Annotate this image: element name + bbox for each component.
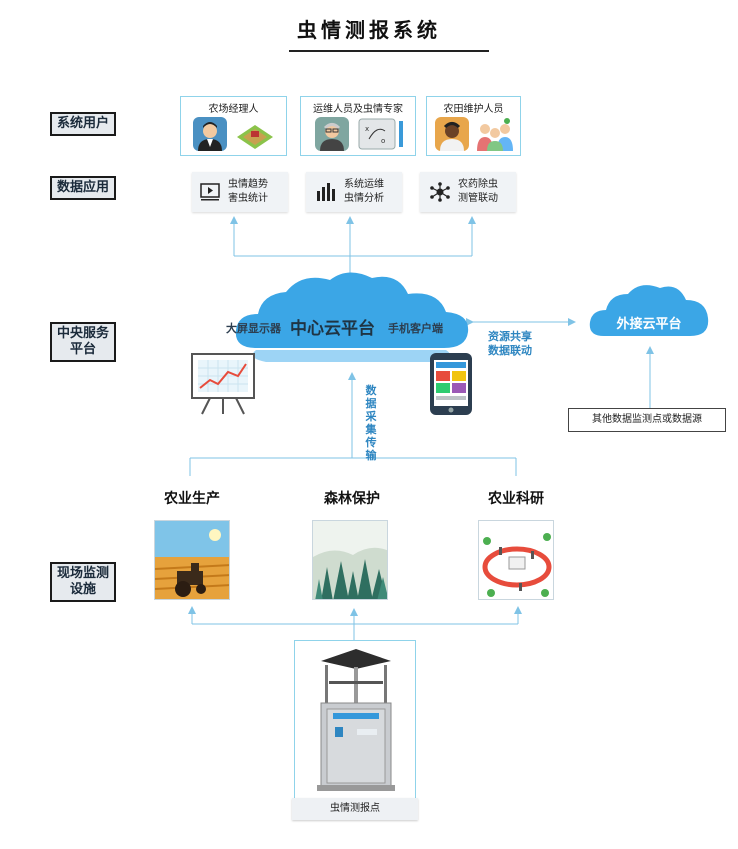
app-line1: 虫情趋势 [228,179,268,190]
agriculture-scene-image [154,520,230,600]
bar-chart-icon [317,183,335,201]
central-right-label: 手机客户端 [388,322,443,335]
scene-title-forest: 森林保护 [324,491,380,507]
app-pesticide-control[interactable]: 农药除虫 测管联动 [420,172,516,212]
video-icon [200,183,220,201]
label-data-apps: 数据应用 [50,176,116,200]
resource-share-label: 资源共享 数据联动 [488,330,532,358]
label-field-facility-line1: 现场监测 [56,566,109,581]
label-field-facility: 现场监测 设施 [50,562,116,602]
maintainer-avatar-icon [435,117,469,151]
app-line2: 虫情分析 [344,193,384,204]
expert-avatar-icon [315,117,349,151]
scene-title-research: 农业科研 [488,491,544,507]
research-scene-image [478,520,554,600]
user-title: 农田维护人员 [443,104,504,115]
manager-avatar-icon [193,117,227,151]
user-title: 农场经理人 [208,104,259,115]
central-left-label: 大屏显示器 [226,322,281,335]
user-card-field-maintainer[interactable]: 农田维护人员 [426,96,521,156]
strategy-board-icon: x o [358,118,403,150]
app-line1: 系统运维 [344,179,384,190]
share-line1: 资源共享 [488,330,532,343]
team-icon [477,118,513,151]
label-field-facility-line2: 设施 [69,582,96,597]
app-line1: 农药除虫 [458,179,498,190]
app-line2: 害虫统计 [228,193,268,204]
label-central-service-line1: 中央服务 [56,326,109,341]
central-cloud-title[interactable]: 中心云平台 [290,319,375,339]
external-cloud-shape [589,285,709,336]
app-pest-trend[interactable]: 虫情趋势 害虫统计 [192,172,288,212]
svg-text:x: x [365,125,369,133]
label-system-users: 系统用户 [50,112,116,136]
scene-title-agriculture: 农业生产 [164,491,220,507]
device-label: 虫情测报点 [292,798,418,820]
user-card-ops-expert[interactable]: 运维人员及虫情专家 x o [300,96,416,156]
data-transfer-label: 数据采集传输 [365,384,377,462]
app-line2: 测管联动 [458,193,498,204]
label-central-service-line2: 平台 [69,342,96,357]
user-title: 运维人员及虫情专家 [313,104,403,115]
mobile-phone-icon [430,353,472,415]
pest-monitor-device-icon [317,649,395,791]
big-screen-icon [191,353,255,415]
user-card-farm-manager[interactable]: 农场经理人 [180,96,287,156]
device-frame[interactable] [294,640,416,800]
network-icon [430,182,450,202]
svg-text:o: o [381,137,385,145]
page-title: 虫情测报系统 [297,18,441,42]
title-underline [289,50,489,52]
share-line2: 数据联动 [488,344,532,357]
label-central-service: 中央服务 平台 [50,322,116,362]
external-cloud-label[interactable]: 外接云平台 [616,317,682,332]
farmland-icon [237,125,273,149]
external-source-box[interactable]: 其他数据监测点或数据源 [568,408,726,432]
forest-scene-image [312,520,388,600]
central-cloud-shape [235,272,469,362]
app-system-ops[interactable]: 系统运维 虫情分析 [306,172,402,212]
